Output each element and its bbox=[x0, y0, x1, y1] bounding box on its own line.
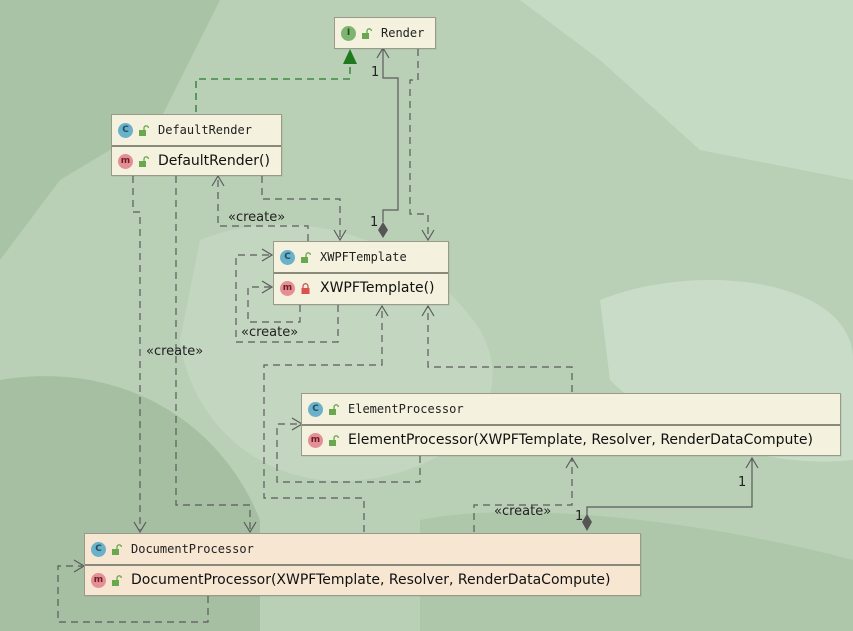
mult-render-top: 1 bbox=[371, 65, 379, 80]
public-lock-icon bbox=[112, 574, 122, 586]
mult-doc-diamond: 1 bbox=[575, 509, 583, 524]
method-icon: m bbox=[308, 432, 323, 448]
elem-uses-xwpf bbox=[427, 307, 573, 392]
class-icon: C bbox=[280, 249, 295, 265]
public-lock-icon bbox=[301, 251, 311, 263]
doc-uses-xwpf bbox=[263, 307, 383, 532]
default-render-constructor: DefaultRender() bbox=[158, 153, 270, 169]
default-render-title: DefaultRender bbox=[158, 123, 252, 137]
xwpf-uses-default bbox=[217, 178, 309, 241]
method-icon: m bbox=[118, 153, 133, 169]
render-interface-box[interactable]: I Render bbox=[334, 17, 436, 49]
method-icon: m bbox=[91, 572, 106, 588]
element-processor-class-box[interactable]: C ElementProcessor m ElementProcessor(XW… bbox=[301, 393, 841, 456]
render-xwpf-dependency bbox=[409, 49, 429, 238]
document-processor-title: DocumentProcessor bbox=[131, 542, 254, 556]
document-processor-class-box[interactable]: C DocumentProcessor m DocumentProcessor(… bbox=[84, 533, 641, 596]
implements-arrowhead bbox=[343, 49, 357, 64]
element-processor-title: ElementProcessor bbox=[348, 402, 464, 416]
doc-elem-composition bbox=[586, 458, 753, 516]
label-create-doc-elem: «create» bbox=[494, 504, 551, 519]
public-lock-icon bbox=[329, 403, 339, 415]
label-create-xwpf-self: «create» bbox=[241, 325, 298, 340]
render-title: Render bbox=[381, 26, 425, 40]
xwpf-template-constructor: XWPFTemplate() bbox=[320, 280, 435, 296]
default-to-doc-left bbox=[132, 176, 141, 530]
xwpf-template-class-box[interactable]: C XWPFTemplate m XWPFTemplate() bbox=[273, 241, 449, 305]
private-lock-icon bbox=[301, 282, 310, 294]
interface-icon: I bbox=[341, 25, 356, 41]
xwpf-render-composition bbox=[382, 49, 399, 222]
class-icon: C bbox=[91, 541, 106, 557]
method-icon: m bbox=[280, 280, 295, 296]
xwpf-self-loop-inner bbox=[247, 286, 301, 323]
public-lock-icon bbox=[329, 434, 339, 446]
public-lock-icon bbox=[139, 124, 149, 136]
xwpf-self-loop-outer bbox=[235, 254, 339, 343]
mult-xwpf-diamond: 1 bbox=[370, 215, 378, 230]
xwpf-template-title: XWPFTemplate bbox=[320, 250, 407, 264]
label-create-default-xwpf: «create» bbox=[228, 210, 285, 225]
implements-line bbox=[195, 62, 351, 112]
document-processor-constructor: DocumentProcessor(XWPFTemplate, Resolver… bbox=[131, 572, 611, 588]
default-render-class-box[interactable]: C DefaultRender m DefaultRender() bbox=[111, 114, 282, 176]
composition-diamond bbox=[378, 222, 388, 238]
class-icon: C bbox=[308, 401, 323, 417]
public-lock-icon bbox=[362, 27, 372, 39]
mult-elem-right: 1 bbox=[738, 475, 746, 490]
element-processor-constructor: ElementProcessor(XWPFTemplate, Resolver,… bbox=[348, 432, 813, 448]
class-icon: C bbox=[118, 122, 133, 138]
doc-self-loop bbox=[57, 565, 209, 623]
elem-self-loop bbox=[276, 423, 421, 483]
label-create-default-doc: «create» bbox=[146, 344, 203, 359]
default-create-xwpf bbox=[261, 176, 341, 238]
public-lock-icon bbox=[112, 543, 122, 555]
doc-create-elem bbox=[473, 458, 573, 532]
default-create-doc bbox=[175, 176, 251, 530]
public-lock-icon bbox=[139, 155, 149, 167]
